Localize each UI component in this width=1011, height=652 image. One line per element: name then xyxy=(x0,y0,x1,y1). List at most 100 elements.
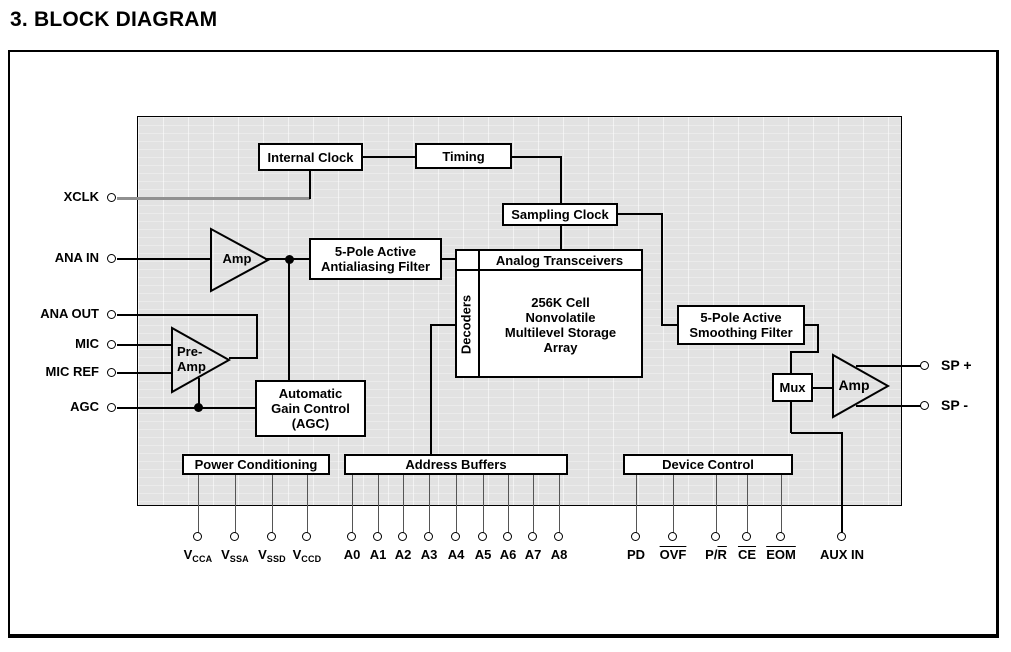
block-label: Timing xyxy=(442,148,485,164)
pin-label-vcca: VCCA xyxy=(183,547,213,564)
block-label: Power Conditioning xyxy=(194,457,318,472)
pin-label-ovf: OVF xyxy=(659,547,687,562)
pin-label-a0: A0 xyxy=(343,547,361,562)
pin-stub xyxy=(533,475,534,533)
connector-addressbuffers-decoders xyxy=(431,324,457,326)
pin-aux-in xyxy=(837,532,846,541)
block-label: Nonvolatile xyxy=(525,309,596,325)
block-internal-clock: Internal Clock xyxy=(258,143,363,171)
connector-samplingclock-transceivers xyxy=(560,224,562,250)
pin-label-sp-minus: SP - xyxy=(941,397,968,413)
connector-anaout-down xyxy=(256,314,258,359)
pin-label-ana-out: ANA OUT xyxy=(40,306,99,321)
pin-a5 xyxy=(478,532,487,541)
pin-label-a7: A7 xyxy=(524,547,542,562)
pin-stub xyxy=(508,475,509,533)
pin-a7 xyxy=(528,532,537,541)
pin-stub xyxy=(352,475,353,533)
block-antialiasing-filter: 5-Pole Active Antialiasing Filter xyxy=(309,238,442,280)
pin-label-vssa: VSSA xyxy=(221,547,249,564)
page-title: 3. BLOCK DIAGRAM xyxy=(10,8,218,31)
pin-stub xyxy=(272,475,273,533)
block-address-buffers: Address Buffers xyxy=(344,454,568,475)
block-label: Internal Clock xyxy=(267,149,354,165)
connector-micref xyxy=(117,372,172,374)
pin-label-agc: AGC xyxy=(70,399,99,414)
pin-label-a3: A3 xyxy=(420,547,438,562)
connector-amp-agc xyxy=(288,258,290,381)
block-sampling-clock: Sampling Clock xyxy=(502,203,618,226)
connector-internalclock-timing xyxy=(363,156,415,158)
pin-a2 xyxy=(398,532,407,541)
connector-timing-samplingclock xyxy=(560,156,562,204)
pin-a4 xyxy=(451,532,460,541)
block-label: Multilevel Storage xyxy=(504,324,617,340)
connector-sp-minus xyxy=(856,405,921,407)
connector-sp-plus xyxy=(856,365,921,367)
input-amp-label: Amp xyxy=(222,251,252,266)
junction-dot-anain xyxy=(285,255,294,264)
block-analog-transceivers: Analog Transceivers xyxy=(457,251,641,271)
pin-mic-ref xyxy=(107,368,116,377)
pre-amp-triangle xyxy=(171,326,232,394)
pin-pd xyxy=(631,532,640,541)
pin-label-pd: PD xyxy=(626,547,646,562)
pin-a1 xyxy=(373,532,382,541)
pin-label-mic: MIC xyxy=(75,336,99,351)
pin-stub xyxy=(235,475,236,533)
pin-stub xyxy=(716,475,717,533)
pin-label-xclk: XCLK xyxy=(63,189,99,204)
pin-stub xyxy=(378,475,379,533)
pin-vssa xyxy=(230,532,239,541)
connector-samplingclock-out xyxy=(616,213,663,215)
pin-stub xyxy=(636,475,637,533)
connector-smoothing-step2 xyxy=(791,351,819,353)
block-label: Device Control xyxy=(662,457,754,472)
block-label: 5-Pole Active xyxy=(334,244,417,259)
pin-sp-plus xyxy=(920,361,929,370)
block-memory-complex: Analog Transceivers Decoders 256K Cell N… xyxy=(455,249,643,378)
pin-mic xyxy=(107,340,116,349)
pin-a0 xyxy=(347,532,356,541)
pre-amp-label: Pre- Amp xyxy=(177,344,206,374)
output-amp-triangle xyxy=(832,353,891,419)
pin-stub xyxy=(781,475,782,533)
connector-agc-pin xyxy=(117,407,256,409)
pin-label-ana-in: ANA IN xyxy=(54,250,99,265)
pin-label-vssd: VSSD xyxy=(258,547,286,564)
pin-vssd xyxy=(267,532,276,541)
pin-label-eom: EOM xyxy=(766,547,796,562)
connector-smoothing-step1 xyxy=(817,324,819,353)
block-label: 5-Pole Active xyxy=(700,310,782,325)
pin-label-a8: A8 xyxy=(550,547,568,562)
pin-stub xyxy=(747,475,748,533)
block-label: Analog Transceivers xyxy=(495,252,624,268)
connector-addressbuffers-up xyxy=(430,324,432,455)
connector-samplingclock-down xyxy=(661,213,663,326)
pin-label-pr: P/R xyxy=(705,547,727,562)
pin-label-a2: A2 xyxy=(394,547,412,562)
block-decoders: Decoders xyxy=(458,294,474,355)
connector-xclk xyxy=(117,197,310,200)
connector-timing-out xyxy=(510,156,562,158)
block-label: Mux xyxy=(779,380,806,395)
pin-stub xyxy=(307,475,308,533)
pin-label-a1: A1 xyxy=(369,547,387,562)
connector-anain-amp xyxy=(117,258,212,260)
block-label: Automatic xyxy=(278,386,343,401)
pin-label-a6: A6 xyxy=(499,547,517,562)
pin-ana-in xyxy=(107,254,116,263)
connector-to-smoothingfilter xyxy=(662,324,678,326)
pin-stub xyxy=(673,475,674,533)
block-label: Sampling Clock xyxy=(511,207,609,222)
pin-label-sp-plus: SP + xyxy=(941,357,972,373)
pin-label-mic-ref: MIC REF xyxy=(45,364,99,379)
pin-label-aux-in: AUX IN xyxy=(819,547,865,562)
block-label: Antialiasing Filter xyxy=(320,259,431,274)
pin-ce xyxy=(742,532,751,541)
pin-eom xyxy=(776,532,785,541)
chip-shaded-region xyxy=(137,116,902,506)
pin-a6 xyxy=(503,532,512,541)
pin-sp-minus xyxy=(920,401,929,410)
